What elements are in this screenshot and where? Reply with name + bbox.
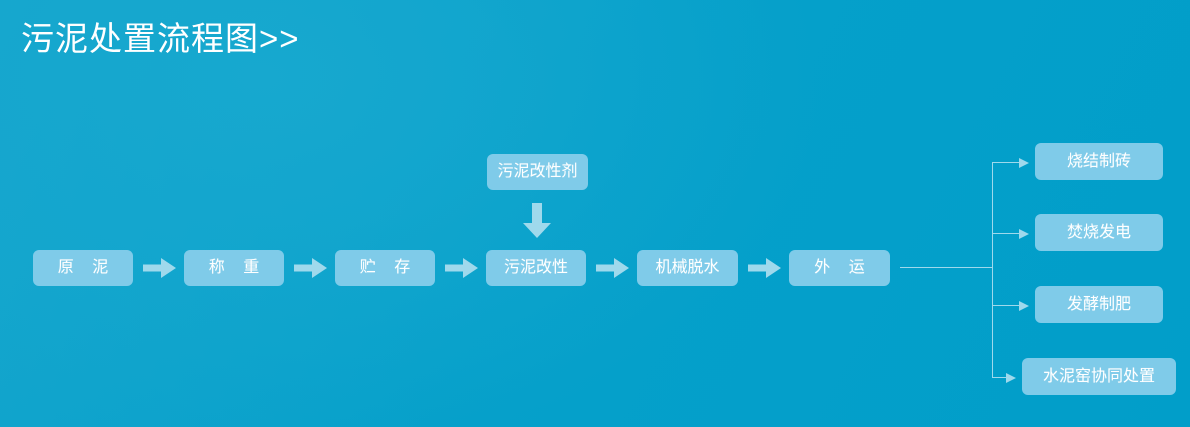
page-title: 污泥处置流程图>> xyxy=(21,20,300,57)
node-outward-transport[interactable]: 外 运 xyxy=(789,250,890,286)
node-mechanical-dewatering[interactable]: 机械脱水 xyxy=(637,250,738,286)
thin-right-arrow-icon xyxy=(1019,227,1031,239)
node-raw-sludge[interactable]: 原 泥 xyxy=(33,250,133,286)
thin-right-arrow-icon xyxy=(1019,156,1031,168)
node-sludge-modification[interactable]: 污泥改性 xyxy=(486,250,586,286)
right-arrow-icon xyxy=(143,256,177,280)
right-arrow-icon xyxy=(445,256,479,280)
right-arrow-icon xyxy=(294,256,328,280)
node-storage[interactable]: 贮 存 xyxy=(335,250,435,286)
thin-right-arrow-icon xyxy=(1006,371,1018,383)
node-cement-kiln-codisposal[interactable]: 水泥窑协同处置 xyxy=(1022,358,1176,395)
right-arrow-icon xyxy=(596,256,630,280)
node-sludge-modifier-agent[interactable]: 污泥改性剂 xyxy=(487,154,588,190)
connector-branch-3 xyxy=(992,305,1022,306)
node-fermentation-fertilizer[interactable]: 发酵制肥 xyxy=(1035,286,1163,323)
connector-branch-2 xyxy=(992,233,1022,234)
node-weighing[interactable]: 称 重 xyxy=(184,250,284,286)
down-arrow-icon xyxy=(520,203,554,239)
connector-vertical-trunk xyxy=(992,162,993,377)
node-incineration-power[interactable]: 焚烧发电 xyxy=(1035,214,1163,251)
connector-transport-to-trunk xyxy=(900,267,993,268)
right-arrow-icon xyxy=(748,256,782,280)
thin-right-arrow-icon xyxy=(1019,299,1031,311)
node-sintered-brick[interactable]: 烧结制砖 xyxy=(1035,143,1163,180)
connector-branch-1 xyxy=(992,162,1022,163)
connector-branch-4 xyxy=(992,377,1010,378)
